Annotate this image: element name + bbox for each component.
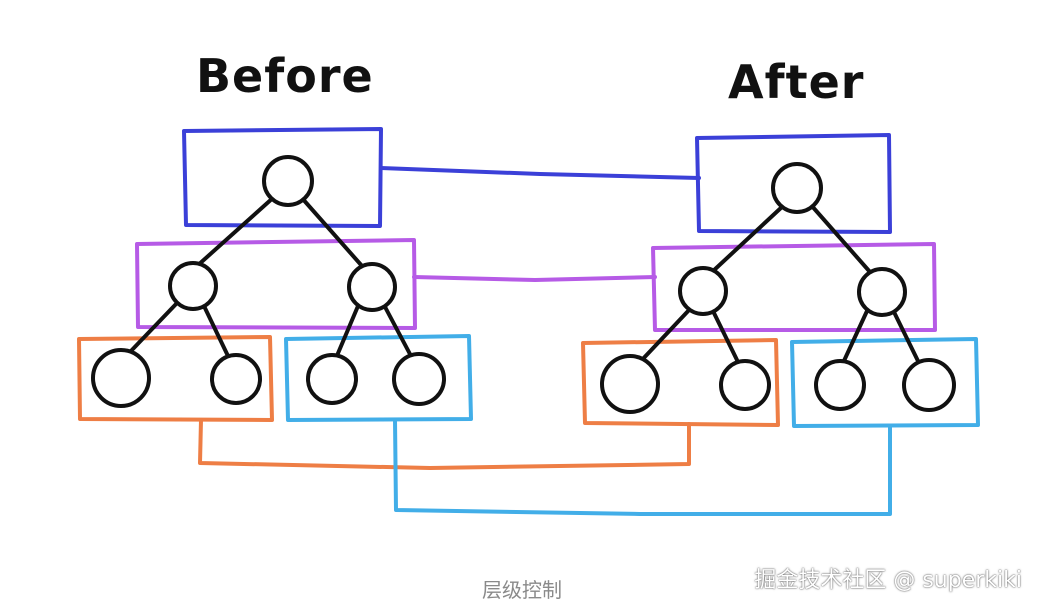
after-level-1-box xyxy=(695,133,892,234)
source-watermark: 掘金技术社区 @ superkiki xyxy=(754,568,1022,593)
after-edge xyxy=(710,204,785,274)
before-child-node xyxy=(168,261,218,311)
after-nodes xyxy=(600,162,956,414)
level-3-right-connector xyxy=(393,418,892,516)
level-1-connector xyxy=(379,166,701,180)
after-title: After xyxy=(728,55,865,109)
before-level-1-box xyxy=(182,127,383,228)
after-level-3-right-box xyxy=(790,337,980,428)
after-leaf-node xyxy=(600,354,660,414)
after-child-node xyxy=(678,266,728,316)
before-level-3-left-box xyxy=(77,335,274,422)
level-3-left-connector xyxy=(198,418,691,470)
before-leaf-node xyxy=(392,352,446,406)
after-edges xyxy=(638,203,920,365)
before-leaf-node xyxy=(210,353,262,405)
before-level-2-box xyxy=(135,238,417,330)
figure-caption: 层级控制 xyxy=(482,578,562,602)
after-leaf-node xyxy=(814,359,866,411)
after-edge xyxy=(711,309,739,362)
after-edge xyxy=(841,309,869,365)
after-edge xyxy=(638,307,692,364)
before-tree xyxy=(77,127,473,422)
before-edge xyxy=(195,195,276,268)
before-edge xyxy=(202,304,230,358)
before-title: Before xyxy=(196,49,374,103)
before-root-node xyxy=(262,155,314,207)
after-level-3-left-box xyxy=(581,338,780,427)
before-edge xyxy=(299,195,364,268)
before-nodes xyxy=(91,155,446,408)
level-2-connector xyxy=(412,275,657,282)
before-edge xyxy=(128,301,179,354)
before-child-node xyxy=(347,262,397,312)
before-leaf-node xyxy=(91,348,151,408)
after-child-node xyxy=(857,267,907,317)
before-level-3-right-box xyxy=(284,334,473,422)
after-edge xyxy=(891,308,920,363)
after-level-2-box xyxy=(651,242,937,332)
after-leaf-node xyxy=(902,358,956,412)
after-edge xyxy=(809,203,872,274)
after-leaf-node xyxy=(719,359,771,411)
before-edge xyxy=(382,303,413,358)
before-edge xyxy=(334,304,360,360)
before-leaf-node xyxy=(306,353,358,405)
after-root-node xyxy=(771,162,823,214)
level-connectors xyxy=(198,166,892,516)
before-edges xyxy=(128,195,413,360)
after-tree xyxy=(581,133,980,428)
